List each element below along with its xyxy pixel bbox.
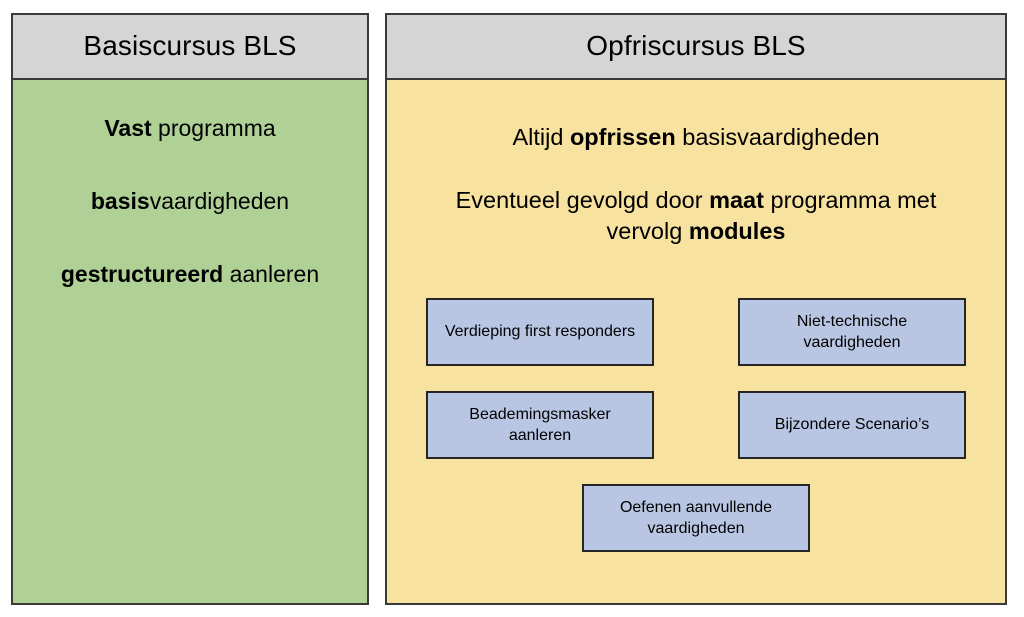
basiscursus-feature-2: basisvaardigheden [91, 187, 289, 216]
basiscursus-feature-3-rest: aanleren [223, 260, 320, 287]
lead-1-pre: Altijd [512, 124, 570, 150]
panel-opfriscursus-title: Opfriscursus BLS [586, 30, 806, 62]
lead-2-pre: Eventueel gevolgd door [455, 187, 710, 214]
module-row-3: Oefenen aanvullende vaardigheden [387, 484, 1005, 552]
panel-basiscursus-header: Basiscursus BLS [13, 15, 367, 80]
module-box-verdieping-first-responders[interactable]: Verdieping first responders [426, 298, 654, 366]
module-box-niet-technische-vaardigheden[interactable]: Niet-technische vaardigheden [738, 298, 966, 366]
basiscursus-feature-3: gestructureerd aanleren [61, 260, 319, 289]
panel-opfriscursus-body: Altijd opfrissen basisvaardigheden Event… [387, 80, 1005, 603]
lead-2-mid: programma met vervolg [606, 187, 937, 245]
basiscursus-feature-list: Vast programma basisvaardigheden gestruc… [13, 80, 367, 288]
module-box-beademingsmasker-aanleren[interactable]: Beademingsmasker aanleren [426, 391, 654, 459]
opfriscursus-lead-line-1: Altijd opfrissen basisvaardigheden [409, 122, 983, 153]
basiscursus-feature-1-rest: programma [151, 115, 276, 141]
lead-2-bold: maat [709, 187, 764, 214]
lead-1-bold: opfrissen [569, 124, 676, 150]
panel-opfriscursus-header: Opfriscursus BLS [387, 15, 1005, 80]
basiscursus-feature-2-bold: basis [90, 187, 150, 214]
basiscursus-feature-1: Vast programma [104, 114, 275, 143]
lead-2-bold-2: modules [688, 218, 786, 245]
module-row-2: Beademingsmasker aanleren Bijzondere Sce… [387, 391, 1005, 459]
module-row-1: Verdieping first responders Niet-technis… [387, 298, 1005, 366]
opfriscursus-lead-line-2: Eventueel gevolgd door maat programma me… [409, 185, 983, 247]
opfriscursus-lead-text: Altijd opfrissen basisvaardigheden Event… [387, 80, 1005, 247]
basiscursus-feature-1-bold: Vast [104, 115, 152, 141]
lead-1-post: basisvaardigheden [675, 124, 880, 150]
panel-basiscursus-body: Vast programma basisvaardigheden gestruc… [13, 80, 367, 603]
module-grid: Verdieping first responders Niet-technis… [387, 298, 1005, 577]
panel-opfriscursus: Opfriscursus BLS Altijd opfrissen basisv… [385, 13, 1007, 605]
module-box-bijzondere-scenarios[interactable]: Bijzondere Scenario’s [738, 391, 966, 459]
basiscursus-feature-3-bold: gestructureerd [60, 260, 224, 287]
module-box-oefenen-aanvullende-vaardigheden[interactable]: Oefenen aanvullende vaardigheden [582, 484, 810, 552]
panel-basiscursus: Basiscursus BLS Vast programma basisvaar… [11, 13, 369, 605]
basiscursus-feature-2-rest: vaardigheden [149, 187, 290, 214]
panel-basiscursus-title: Basiscursus BLS [83, 30, 297, 62]
